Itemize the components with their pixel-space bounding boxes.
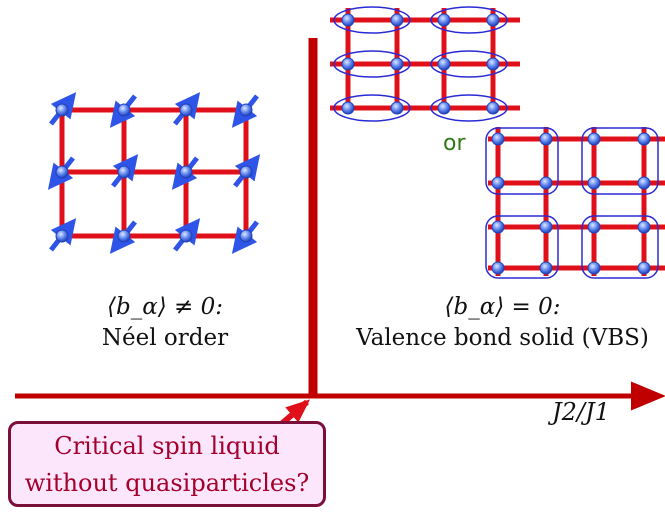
lattice-site	[55, 103, 69, 117]
lattice-site	[239, 103, 253, 117]
lattice-site	[179, 229, 193, 243]
vbs-phase-name: Valence bond solid (VBS)	[356, 325, 649, 351]
lattice-site	[55, 229, 69, 243]
lattice-site	[117, 229, 131, 243]
vbs-columnar-lattice	[330, 6, 520, 122]
axis-label: J2/J1	[552, 398, 610, 426]
neel-label: ⟨b_α⟩ ≠ 0: Néel order	[30, 292, 300, 354]
callout-line-1: Critical spin liquid	[54, 432, 280, 460]
vbs-order-parameter: ⟨b_α⟩ = 0:	[444, 294, 561, 320]
lattice-site	[179, 165, 193, 179]
lattice-site	[55, 165, 69, 179]
lattice-site	[239, 165, 253, 179]
vbs-plaquette-lattice	[485, 127, 665, 279]
lattice-site	[239, 229, 253, 243]
neel-spins	[47, 92, 261, 254]
or-label: or	[443, 131, 466, 156]
lattice-site	[179, 103, 193, 117]
lattice-site	[117, 165, 131, 179]
lattice-site	[117, 103, 131, 117]
neel-phase-name: Néel order	[101, 325, 229, 351]
critical-spin-liquid-callout: Critical spin liquid without quasipartic…	[8, 421, 326, 507]
neel-order-parameter: ⟨b_α⟩ ≠ 0:	[107, 294, 223, 320]
neel-lattice	[47, 92, 261, 254]
callout-line-2: without quasiparticles?	[24, 469, 310, 497]
vbs-label: ⟨b_α⟩ = 0: Valence bond solid (VBS)	[340, 292, 665, 354]
